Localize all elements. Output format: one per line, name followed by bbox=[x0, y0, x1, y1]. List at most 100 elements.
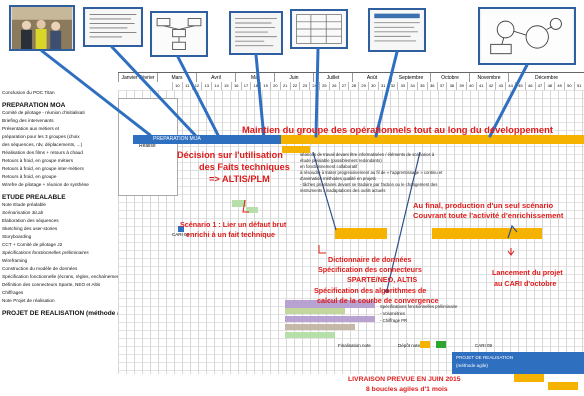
spec-line: Spécifications fonctionnelles préliminai… bbox=[380, 304, 458, 309]
bar-task bbox=[232, 200, 246, 207]
thumbnail-table bbox=[290, 9, 348, 49]
cari09-label: CARI 09 bbox=[475, 343, 493, 348]
annotation-maintien: Maintien du groupe des opérationnels tou… bbox=[242, 124, 553, 135]
week-cell: 48 bbox=[544, 82, 554, 90]
note-line: à résoudre à traiter progressivement au … bbox=[300, 170, 443, 175]
thumbnail-diagram bbox=[478, 7, 576, 65]
note-line: d'animation méthodes qualité en projets bbox=[300, 176, 376, 181]
task-row: Réalisation des films + retours à chaud bbox=[2, 150, 83, 155]
bar-modele bbox=[285, 308, 345, 314]
diagram-icon bbox=[152, 13, 206, 55]
week-cell: 31 bbox=[377, 82, 388, 90]
week-cell: 20 bbox=[270, 82, 280, 90]
task-row: CCT + Comité de pilotage J2 bbox=[2, 242, 63, 247]
task-row: Sketching des user-stories bbox=[2, 226, 58, 231]
week-cell: 22 bbox=[289, 82, 300, 90]
bar-chiffrage bbox=[285, 332, 335, 338]
week-cell: 47 bbox=[534, 82, 545, 90]
bar-final bbox=[432, 228, 542, 239]
document-icon bbox=[231, 13, 281, 53]
cari03-label: CARI 03 bbox=[172, 232, 190, 237]
week-cell: 17 bbox=[240, 82, 251, 90]
finalisation-label: Finalisation note bbox=[338, 343, 371, 348]
week-cell: 36 bbox=[426, 82, 437, 90]
week-cell: 26 bbox=[328, 82, 339, 90]
bar-agile-loop bbox=[548, 382, 578, 390]
week-cell: 27 bbox=[338, 82, 349, 90]
task-row: des séquences, rdv, déplacements, ...) bbox=[2, 142, 83, 147]
realise-label: Réalisé bbox=[139, 143, 156, 149]
thumbnail-photo bbox=[9, 5, 75, 51]
task-row: Scénarisation 3iLab bbox=[2, 210, 44, 215]
week-cell: 19 bbox=[260, 82, 270, 90]
annotation-final-1: Au final, production d'un seul scénario bbox=[413, 201, 554, 210]
thumbnail-document bbox=[83, 7, 143, 47]
week-cell: 49 bbox=[554, 82, 564, 90]
month-cell: Août bbox=[352, 73, 391, 83]
spec-line: - Volumétries bbox=[380, 311, 406, 316]
annotation-dict-3: SPARTE/NEO, ALTIS bbox=[347, 275, 418, 284]
note-line: séances de travail devant être informati… bbox=[300, 152, 435, 157]
bar-agile-loop bbox=[514, 374, 544, 382]
week-cell: 50 bbox=[564, 82, 574, 90]
week-cell: 44 bbox=[505, 82, 515, 90]
task-row: ETUDE PREALABLE bbox=[2, 194, 66, 201]
annotation-lancement-1: Lancement du projet bbox=[492, 268, 563, 277]
thumbnail-diagram bbox=[150, 11, 208, 57]
week-cell: 16 bbox=[230, 82, 241, 90]
month-cell: Juin bbox=[274, 73, 313, 83]
task-row: Chiffrages bbox=[2, 290, 24, 295]
bar-scenario bbox=[335, 228, 387, 239]
task-row: Wireframing bbox=[2, 258, 28, 263]
week-cell: 11 bbox=[181, 82, 192, 90]
annotation-dict-4: Spécification des algorithmes de bbox=[314, 286, 427, 295]
task-row: Wirefre de pilotage + réunion de synthès… bbox=[2, 182, 89, 187]
task-row: Spécification fonctionnelle (écrans, règ… bbox=[2, 274, 118, 279]
task-row: Elaboration des séquences bbox=[2, 218, 59, 223]
bar-decision bbox=[282, 146, 310, 153]
week-cell: 40 bbox=[466, 82, 476, 90]
task-row: Construction du modèle de données bbox=[2, 266, 78, 271]
task-row: Comité de pilotage - réunion d'initialis… bbox=[2, 110, 85, 115]
bar-note bbox=[436, 341, 446, 348]
week-cell: 18 bbox=[250, 82, 260, 90]
task-row: Storyboarding bbox=[2, 234, 32, 239]
depot-label: Dépôt note bbox=[398, 343, 421, 348]
bar-projet-realisation: PROJET DE REALISATION (méthode agile) bbox=[452, 352, 584, 374]
annotation-dict-2: Spécification des connecteurs bbox=[318, 265, 422, 274]
bar-label: PREPARATION MOA bbox=[153, 136, 201, 142]
document-icon bbox=[86, 9, 140, 45]
week-cell: 51 bbox=[573, 82, 584, 90]
bar-preparation-moa: PREPARATION MOA bbox=[133, 135, 281, 144]
task-row: Présentation aux métiers et bbox=[2, 126, 60, 131]
week-cell: 42 bbox=[485, 82, 496, 90]
week-cell: 25 bbox=[319, 82, 329, 90]
annotation-dict-1: Dictionnaire de données bbox=[328, 255, 412, 264]
task-row: Briefing des intervenants bbox=[2, 118, 54, 123]
task-row: Note Projet de réalisation bbox=[2, 298, 55, 303]
week-cell: 15 bbox=[221, 82, 231, 90]
week-cell: 24 bbox=[309, 82, 319, 90]
bar-task bbox=[246, 207, 258, 213]
week-cell: 29 bbox=[358, 82, 368, 90]
task-row: Retours à froid, en groupe bbox=[2, 174, 57, 179]
task-row: Note Etude préalable bbox=[2, 202, 47, 207]
week-cell: 34 bbox=[407, 82, 417, 90]
week-cell: 35 bbox=[417, 82, 427, 90]
annotation-decision-2: des Faits techniques bbox=[199, 162, 290, 172]
task-row: Retours à froid, en groupe inter-métiers bbox=[2, 166, 84, 171]
week-cell: 45 bbox=[515, 82, 525, 90]
month-cell: Octobre bbox=[430, 73, 469, 83]
bar-connecteurs bbox=[285, 324, 355, 330]
week-cell: 21 bbox=[279, 82, 290, 90]
methode-label: (méthode agile) bbox=[456, 363, 488, 368]
bar-spec bbox=[285, 316, 375, 322]
note-line: instruments / inadaptations des outils a… bbox=[300, 188, 386, 193]
annotation-dict-5: calcul de la courbe de convergence bbox=[317, 296, 439, 305]
task-row: Conclusion du POC Titan bbox=[2, 90, 55, 95]
week-cell: 43 bbox=[495, 82, 505, 90]
annotation-livraison-2: 8 boucles agiles d'1 mois bbox=[366, 386, 448, 393]
photo-icon bbox=[11, 7, 73, 49]
bar-wireframing bbox=[285, 300, 375, 308]
